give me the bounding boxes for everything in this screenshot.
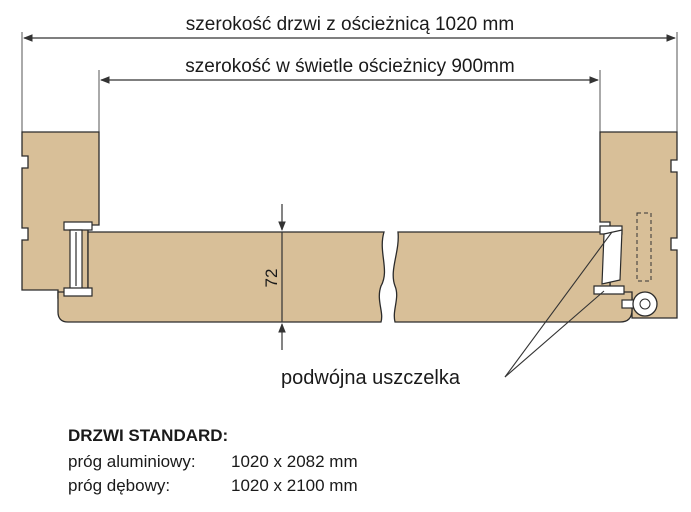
hinge-dashed-outline: [636, 212, 652, 282]
hinge-icon: [621, 291, 658, 317]
door-leaf-left: [57, 231, 386, 323]
spec-row-value: 1020 x 2100 mm: [231, 476, 358, 495]
clear-width-label: szerokość w świetle ościeżnicy 900mm: [185, 56, 514, 77]
thickness-label: 72: [262, 269, 281, 288]
spec-row: próg dębowy: 1020 x 2100 mm: [68, 474, 358, 498]
spec-title: DRZWI STANDARD:: [68, 426, 229, 445]
spec-row: próg aluminiowy: 1020 x 2082 mm: [68, 450, 358, 474]
seal-label: podwójna uszczelka: [281, 367, 461, 389]
left-seal-profile: [63, 221, 93, 297]
door-leaf-right: [392, 231, 633, 323]
spec-block: DRZWI STANDARD: próg aluminiowy: 1020 x …: [68, 426, 358, 498]
right-seal-profile: [593, 225, 625, 295]
spec-row-label: próg dębowy:: [68, 476, 171, 495]
extension-lines: [21, 32, 678, 132]
overall-width-label: szerokość drzwi z ościeżnicą 1020 mm: [186, 14, 514, 35]
seal-leader-lines: [504, 231, 613, 378]
spec-row-value: 1020 x 2082 mm: [231, 452, 358, 471]
spec-row-label: próg aluminiowy:: [68, 452, 196, 471]
